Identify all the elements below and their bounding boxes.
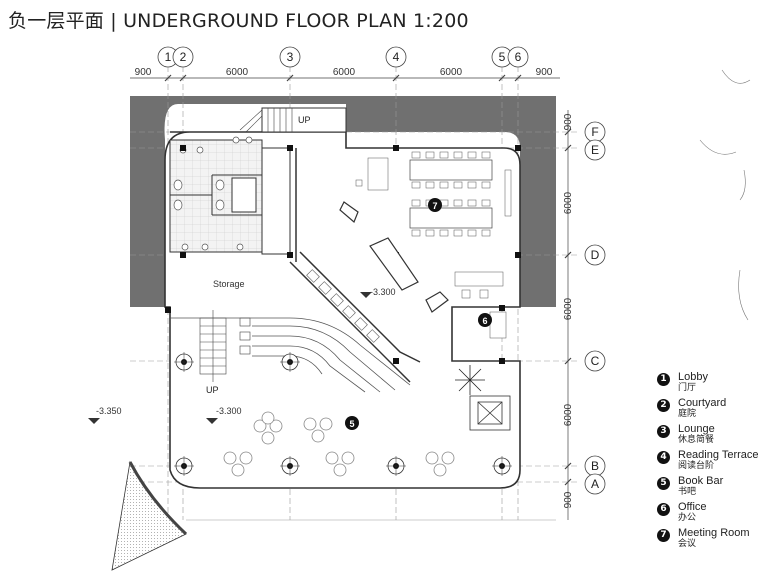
legend-label-en: Office [678,501,707,513]
grid-bubble-top-6: 6 [515,50,522,64]
drawing-title: 负一层平面 | UNDERGROUND FLOOR PLAN 1:200 [8,10,469,32]
storage-label: Storage [213,279,245,289]
grid-bubble-right-D: D [591,248,600,262]
stair-top [239,107,347,133]
room-marker-6: 6 [482,316,487,326]
grid-bubble-right-B: B [591,459,599,473]
dimension-lines [130,74,572,520]
contour-sketch [699,69,751,321]
dim-top-2: 6000 [226,67,249,78]
legend-number: 6 [657,503,670,516]
legend-label-en: Book Bar [678,475,724,487]
grid-bubble-top-5: 5 [499,50,506,64]
reading-terrace-steps [306,269,380,343]
round-columns [174,352,512,476]
grid-bubble-top-4: 4 [393,50,400,64]
legend-number: 4 [657,451,670,464]
grid-bubble-top-1: 1 [165,50,172,64]
dim-right-1: 900 [563,113,574,130]
dim-top-3: 6000 [333,67,356,78]
legend-label-en: Courtyard [678,397,727,409]
elevator [469,395,511,431]
legend-number: 3 [657,425,670,438]
dim-top-5: 900 [536,67,553,78]
legend-label-en: Reading Terrace [678,449,759,461]
legend-label-zh: 书吧 [678,487,697,497]
dim-top-4: 6000 [440,67,463,78]
legend-label-zh: 庭院 [678,409,697,419]
up-label-top: UP [298,115,311,125]
legend-label-en: Lounge [678,423,715,435]
lobby-stair [199,310,251,382]
legend-number: 5 [657,477,670,490]
dim-right-2: 6000 [563,191,574,214]
structural-columns [165,145,521,364]
grid-bubble-right-C: C [591,354,600,368]
dim-right-4: 6000 [563,403,574,426]
legend-label-zh: 办公 [678,513,697,523]
legend-label-zh: 休息简餐 [678,435,715,445]
legend-number: 2 [657,399,670,412]
legend-label-zh: 阅读台阶 [678,461,715,471]
dim-top-1: 900 [135,67,152,78]
legend-label-en: Lobby [678,371,708,383]
legend-label-zh: 门厅 [678,383,697,393]
ramp-curves [170,317,411,393]
earth-mass [130,96,556,307]
grid-bubble-right-E: E [591,143,599,157]
legend-number: 1 [657,373,670,386]
grid-bubble-right-A: A [591,477,599,491]
room-marker-7: 7 [432,201,437,211]
grid-bubble-right-F: F [591,125,598,139]
dim-right-5: 900 [563,491,574,508]
level-marker-1: -3.300 [370,287,396,297]
level-marker-3: -3.350 [96,406,122,416]
up-label-bottom: UP [206,385,219,395]
legend-label-en: Meeting Room [678,527,750,539]
meeting-tables [409,159,493,229]
legend-number: 7 [657,529,670,542]
dim-right-3: 6000 [563,297,574,320]
room-marker-5: 5 [349,419,354,429]
level-marker-2: -3.300 [216,406,242,416]
plant-icon [455,365,485,395]
legend-label-zh: 会议 [678,539,697,549]
grid-bubble-top-2: 2 [180,50,187,64]
cloud-seating [223,411,455,477]
grid-bubble-top-3: 3 [287,50,294,64]
